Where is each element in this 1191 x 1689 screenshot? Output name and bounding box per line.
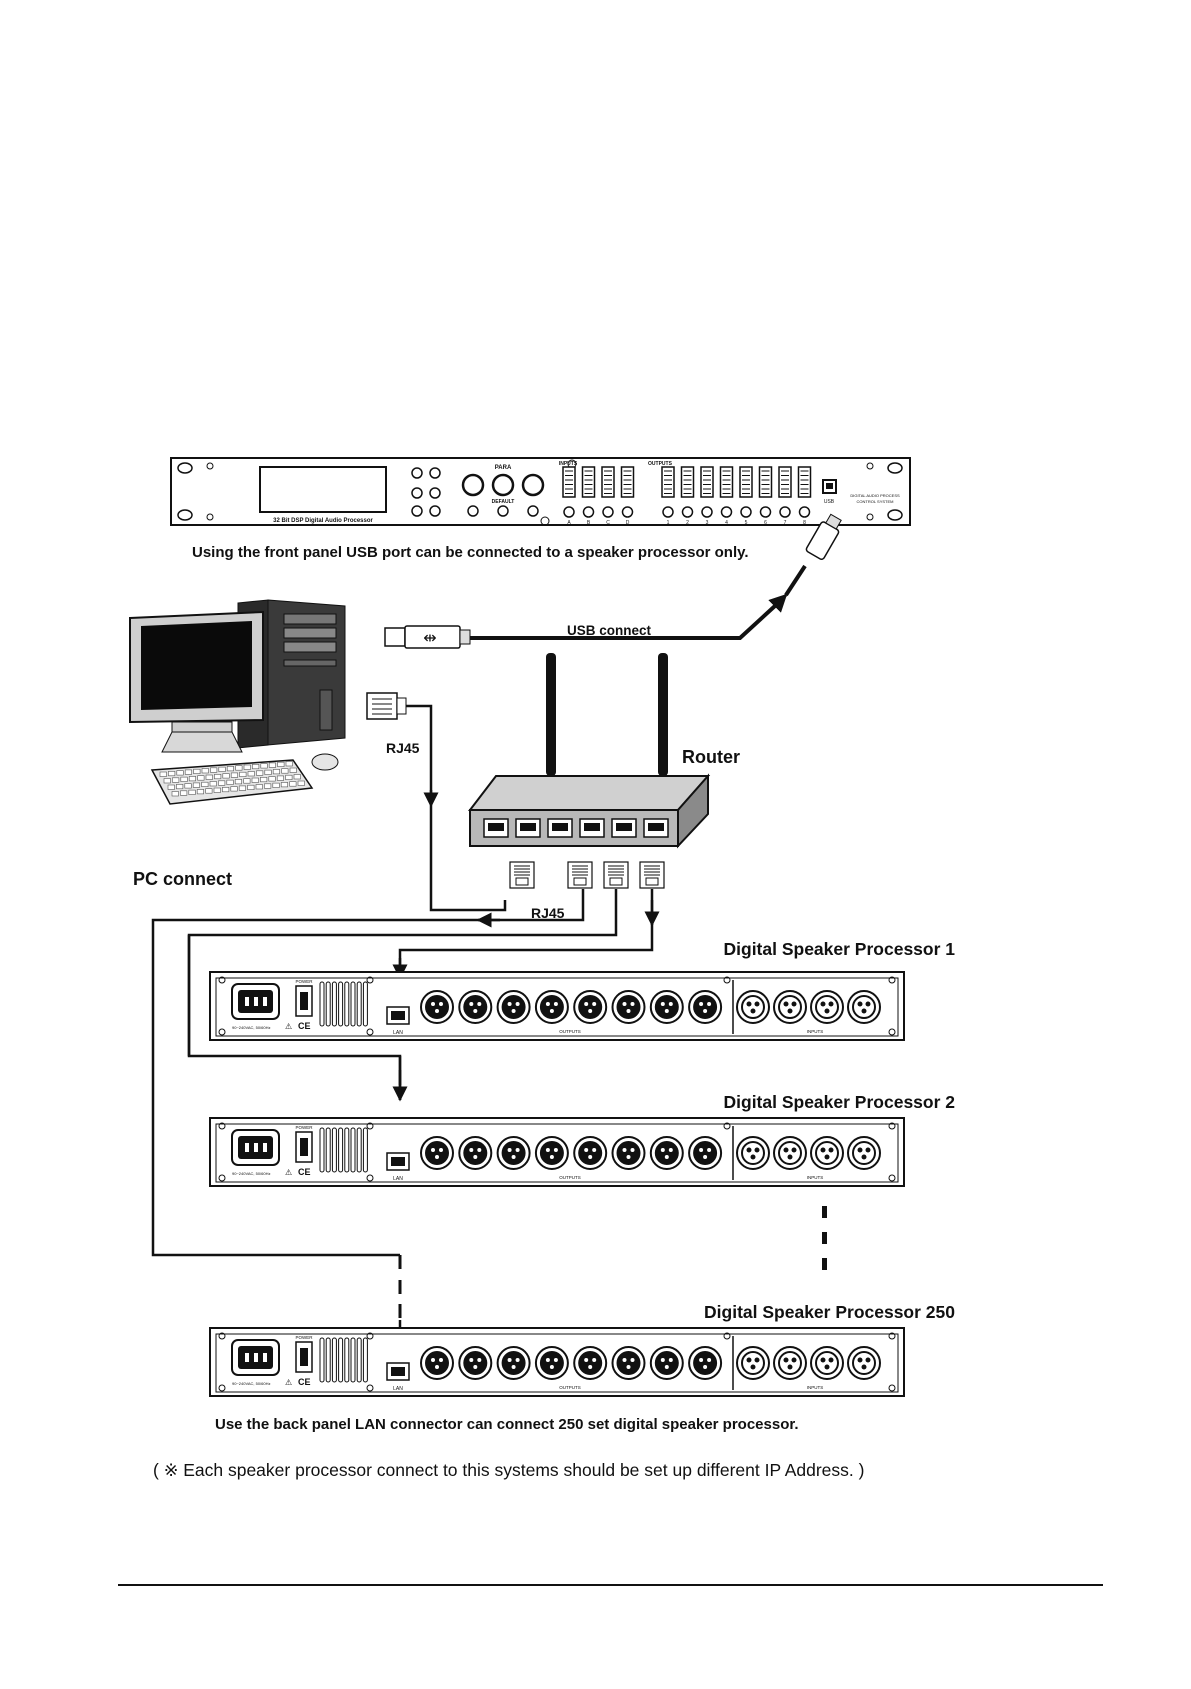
- output-number: 5: [745, 520, 748, 526]
- svg-text:⚠: ⚠: [285, 1168, 292, 1177]
- front-panel-note: Using the front panel USB port can be co…: [192, 544, 749, 561]
- router: [467, 653, 711, 849]
- output-mute-button: [798, 506, 811, 518]
- input-mute-button: [602, 506, 614, 518]
- rj45-label-top: RJ45: [386, 740, 420, 756]
- inputs-label: INPUTS: [807, 1175, 824, 1180]
- front-panel-processor: 32 Bit DSP Digital Audio Processor PARA …: [170, 457, 911, 526]
- usb-plug-front: [805, 513, 842, 561]
- svg-text:CE: CE: [298, 1377, 311, 1387]
- svg-text:⇹: ⇹: [423, 630, 436, 647]
- back-panel-processor-1: 90~240VAC, 50/60Hz POWER ⚠ CE LAN OUTPUTS INPU…: [209, 971, 905, 1041]
- router-rj45-plugs: [509, 861, 665, 889]
- inputs-label: INPUTS: [807, 1385, 824, 1390]
- output-number: 6: [764, 520, 767, 526]
- pc-connect-label: PC connect: [133, 869, 232, 889]
- router-ports: [483, 818, 669, 838]
- inputs-label: INPUTS: [807, 1029, 824, 1034]
- back-panel-processor-250: 90~240VAC, 50/60Hz POWER ⚠ CE LAN OUTPUTS INPU…: [209, 1327, 905, 1397]
- default-label: DEFAULT: [492, 499, 515, 505]
- lan-label: LAN: [393, 1386, 403, 1392]
- voltage-label: 90~240VAC, 50/60Hz: [232, 1381, 271, 1386]
- router-label: Router: [682, 747, 740, 767]
- processor-250-label: Digital Speaker Processor 250: [704, 1302, 955, 1322]
- input-mute-button: [563, 506, 575, 518]
- input-letter: D: [626, 520, 630, 526]
- power-label: POWER: [295, 1125, 313, 1130]
- output-mute-button: [662, 506, 674, 518]
- outputs-label: OUTPUTS: [559, 1175, 581, 1180]
- back-panel-note: Use the back panel LAN connector can con…: [215, 1416, 799, 1433]
- svg-text:CONTROL SYSTEM: CONTROL SYSTEM: [857, 499, 894, 504]
- level-meters: A B C D 1 2 3 4 5 6 7 8: [562, 466, 812, 526]
- output-mute-button: [681, 506, 694, 518]
- output-number: 7: [784, 520, 787, 526]
- output-number: 8: [803, 520, 806, 526]
- usb-label: USB: [824, 499, 835, 505]
- back-panel-processor-2: 90~240VAC, 50/60Hz POWER ⚠ CE LAN OUTPUTS INPU…: [209, 1117, 905, 1187]
- outputs-label: OUTPUTS: [648, 461, 673, 467]
- para-knobs: [461, 473, 545, 517]
- outputs-label: OUTPUTS: [559, 1029, 581, 1034]
- svg-text:CE: CE: [298, 1167, 311, 1177]
- output-mute-button: [779, 506, 791, 518]
- output-number: 4: [725, 520, 728, 526]
- processor-2-label: Digital Speaker Processor 2: [724, 1092, 956, 1112]
- svg-text:CE: CE: [298, 1021, 311, 1031]
- outputs-label: OUTPUTS: [559, 1385, 581, 1390]
- ip-address-note: ( ※ Each speaker processor connect to th…: [153, 1460, 864, 1480]
- voltage-label: 90~240VAC, 50/60Hz: [232, 1171, 271, 1176]
- model-text: 32 Bit DSP Digital Audio Processor: [273, 518, 373, 524]
- usb-plug-pc: ⇹: [384, 625, 471, 649]
- svg-text:DIGITAL AUDIO PROCESS: DIGITAL AUDIO PROCESS: [850, 493, 900, 498]
- output-number: 1: [667, 520, 670, 526]
- output-mute-button: [701, 506, 713, 518]
- svg-text:⚠: ⚠: [285, 1022, 292, 1031]
- rj45-plug-pc: [366, 692, 407, 720]
- input-letter: B: [587, 520, 591, 526]
- output-number: 3: [706, 520, 709, 526]
- pc-computer: [129, 599, 346, 805]
- rj45-label-bottom: RJ45: [531, 905, 565, 921]
- front-buttons: [411, 467, 441, 517]
- output-number: 2: [686, 520, 689, 526]
- keyboard-keys: [159, 761, 305, 797]
- input-mute-button: [621, 506, 634, 518]
- power-label: POWER: [295, 1335, 313, 1340]
- usb-connect-label: USB connect: [567, 623, 652, 638]
- more-processors-dots: [822, 1206, 827, 1270]
- output-mute-button: [720, 506, 733, 518]
- input-letter: A: [567, 520, 571, 526]
- processor-1-label: Digital Speaker Processor 1: [724, 939, 956, 959]
- output-mute-button: [759, 506, 772, 518]
- voltage-label: 90~240VAC, 50/60Hz: [232, 1025, 271, 1030]
- output-mute-button: [740, 506, 752, 518]
- lan-label: LAN: [393, 1176, 403, 1182]
- input-mute-button: [582, 506, 595, 518]
- svg-text:⚠: ⚠: [285, 1378, 292, 1387]
- power-label: POWER: [295, 979, 313, 984]
- lcd-display: [259, 466, 387, 513]
- inputs-label: INPUTS: [559, 461, 578, 467]
- lan-label: LAN: [393, 1030, 403, 1036]
- para-label: PARA: [495, 465, 512, 471]
- input-letter: C: [606, 520, 610, 526]
